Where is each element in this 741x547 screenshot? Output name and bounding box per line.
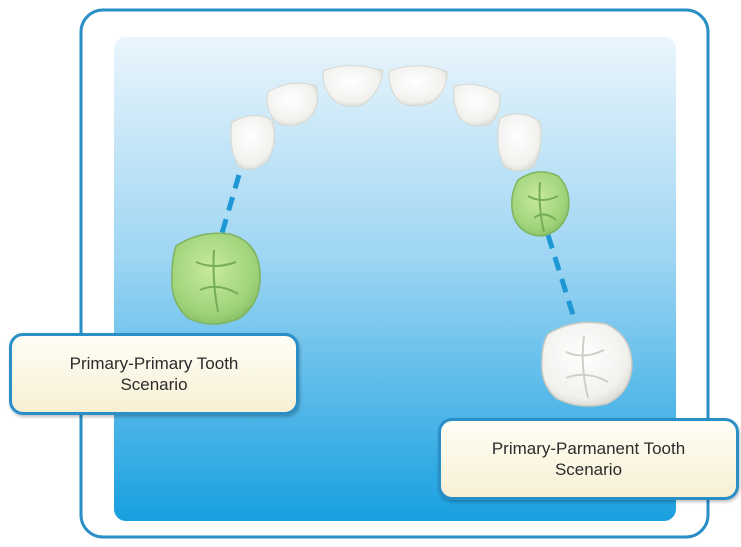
primary-primary-callout-line1: Primary-Primary Tooth: [70, 353, 239, 374]
primary-primary-callout: Primary-Primary Tooth Scenario: [9, 333, 299, 415]
primary-molar-left: [172, 233, 260, 324]
primary-permanent-callout: Primary-Parmanent Tooth Scenario: [438, 418, 739, 500]
tooth-right-canine: [498, 114, 541, 171]
primary-primary-callout-line2: Scenario: [70, 374, 239, 395]
primary-permanent-callout-line1: Primary-Parmanent Tooth: [492, 438, 685, 459]
primary-molar-right: [512, 172, 569, 236]
permanent-molar: [542, 322, 632, 406]
primary-permanent-callout-line2: Scenario: [492, 459, 685, 480]
